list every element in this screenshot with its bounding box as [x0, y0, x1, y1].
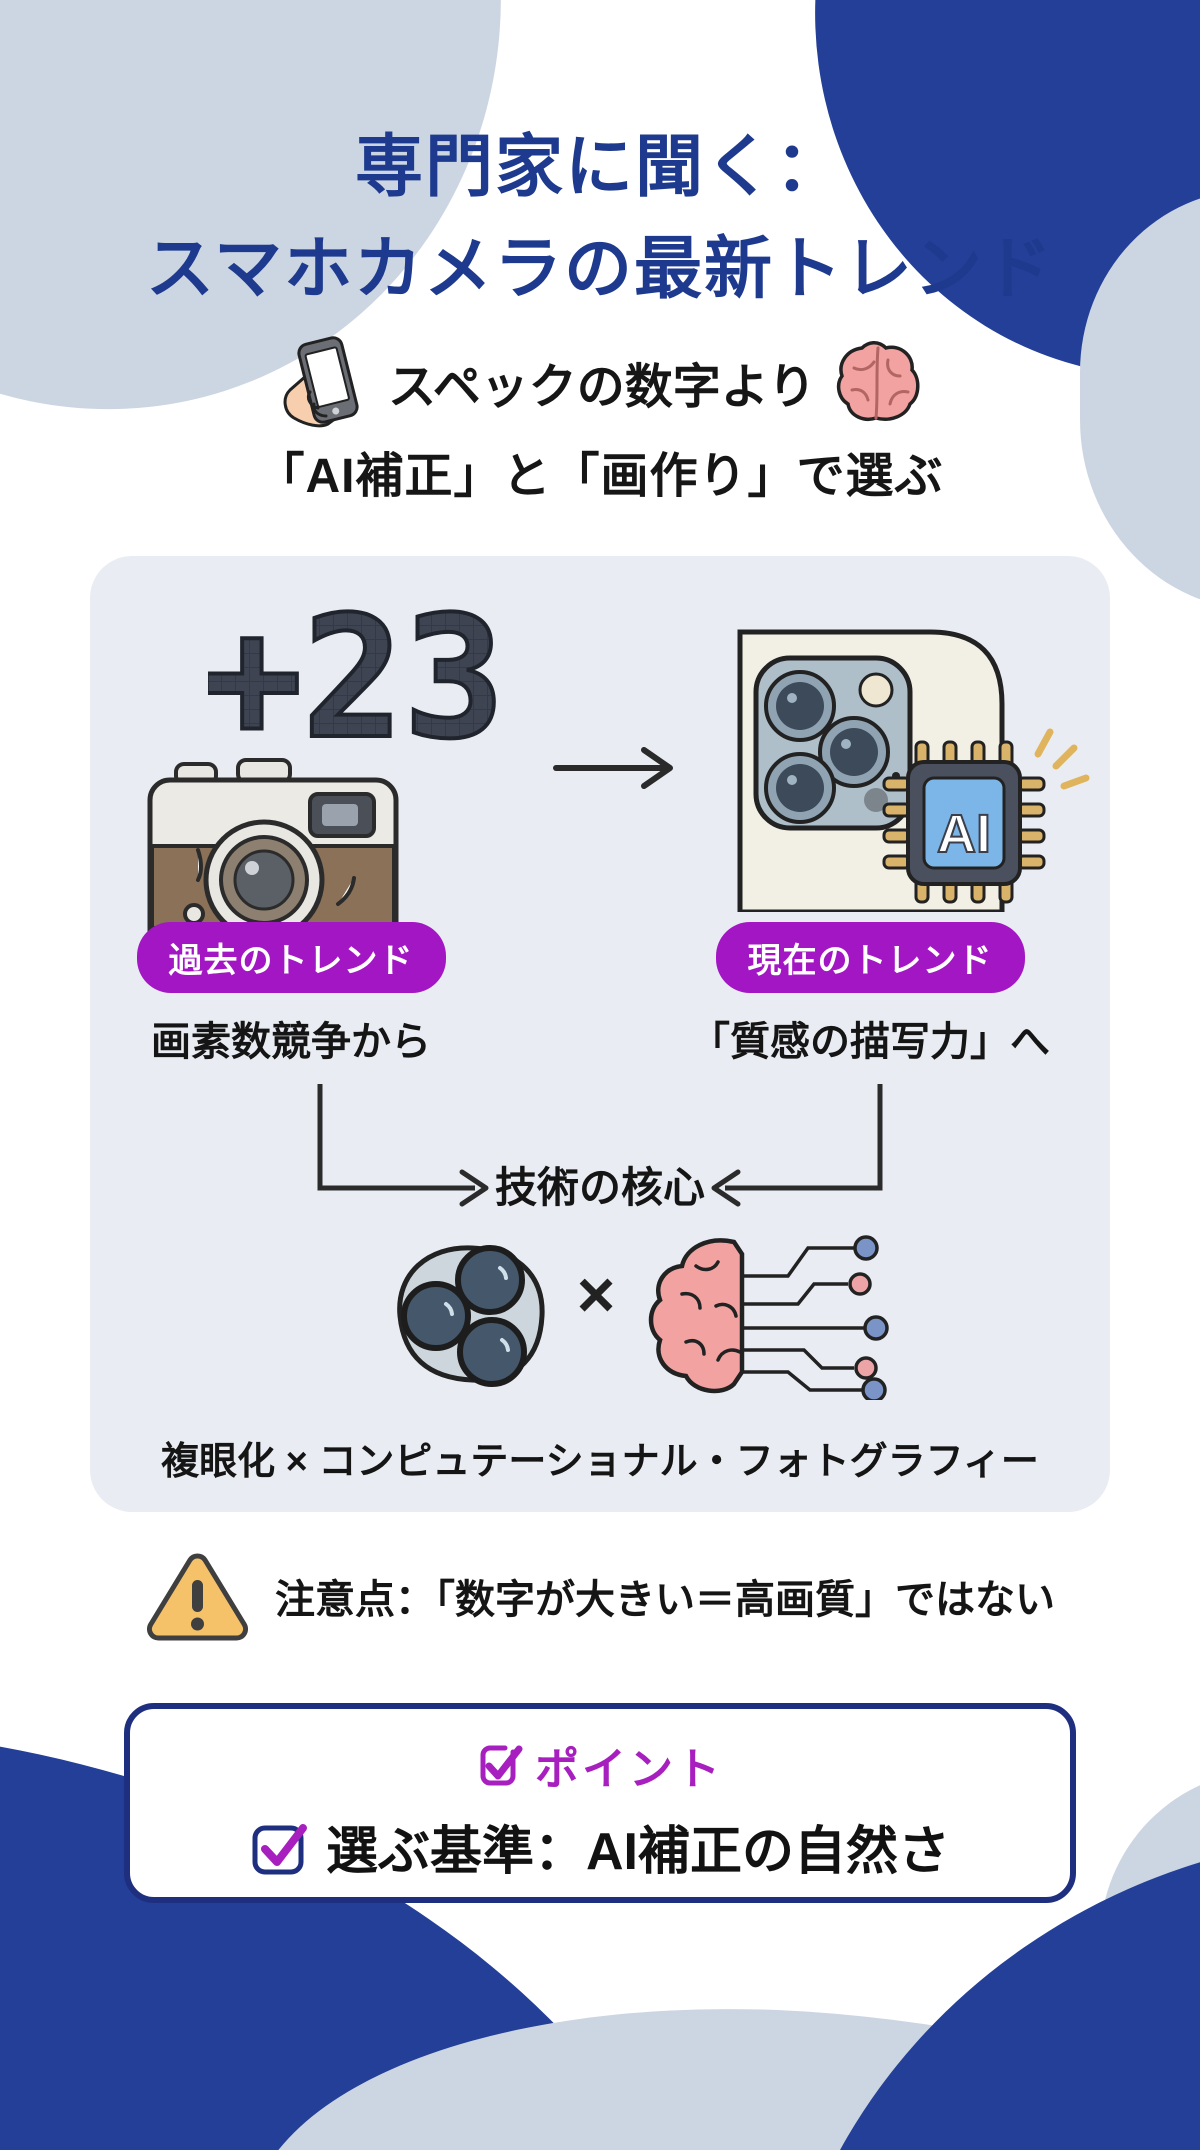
sparkle-icon [1034, 728, 1090, 790]
past-trend-caption: 画素数競争から [151, 1020, 431, 1064]
present-trend-badge: 現在のトレンド [715, 922, 1025, 993]
multiply-sign: × [576, 1257, 616, 1331]
point-header-label: ポイント [535, 1745, 723, 1794]
title-line-1: 専門家に聞く： [354, 129, 845, 205]
title-line-2: スマホカメラの最新トレンド [146, 231, 1054, 307]
flow-connector [317, 1084, 883, 1207]
point-item: 選ぶ基準：AI補正の自然さ [130, 1809, 1070, 1884]
warning-text: 注意点：「数字が大きい＝高画質」ではない [275, 1578, 1055, 1622]
subtitle-line-2: 「AI補正」と「画作り」で選ぶ [256, 450, 944, 503]
check-icon [480, 1745, 523, 1786]
main-panel: +23 [90, 556, 1110, 1512]
brain-icon [836, 341, 920, 421]
subtitle-line-1: スペックの数字より [388, 361, 816, 414]
brain-circuit-icon [648, 1235, 889, 1400]
present-trend-column: 現在のトレンド 「質感の描写力」へ [668, 922, 1072, 1067]
checkbox-icon [252, 1823, 307, 1874]
lens-cluster-icon [397, 1245, 545, 1387]
right-arrow-icon [553, 747, 673, 789]
ai-chip-icon: AI [882, 728, 1090, 904]
retro-camera-icon [147, 758, 399, 957]
past-trend-badge: 過去のトレンド [136, 922, 446, 993]
point-box: ポイント 選ぶ基準：AI補正の自然さ [124, 1703, 1076, 1903]
point-header: ポイント [130, 1733, 1070, 1797]
point-item-text: 選ぶ基準：AI補正の自然さ [325, 1823, 950, 1881]
page-title: 専門家に聞く： スマホカメラの最新トレンド [0, 116, 1200, 320]
core-technology-label: 技術の核心 [494, 1164, 705, 1211]
warning-triangle-icon [146, 1553, 249, 1641]
chip-label: AI [937, 804, 991, 864]
formula-caption: 複眼化 × コンピュテーショナル・フォトグラフィー [161, 1441, 1039, 1483]
pixel-count-label: +23 [208, 584, 498, 774]
hand-holding-phone-icon [283, 336, 359, 428]
past-trend-column: 過去のトレンド 画素数競争から [108, 922, 474, 1067]
present-trend-caption: 「質感の描写力」へ [690, 1020, 1050, 1064]
warning-note: 注意点：「数字が大きい＝高画質」ではない [0, 1548, 1200, 1644]
megapixel-count-figure: +23 [208, 584, 498, 774]
subtitle: スペックの数字より 「AI補正」と「画作り」で選ぶ [0, 332, 1200, 506]
